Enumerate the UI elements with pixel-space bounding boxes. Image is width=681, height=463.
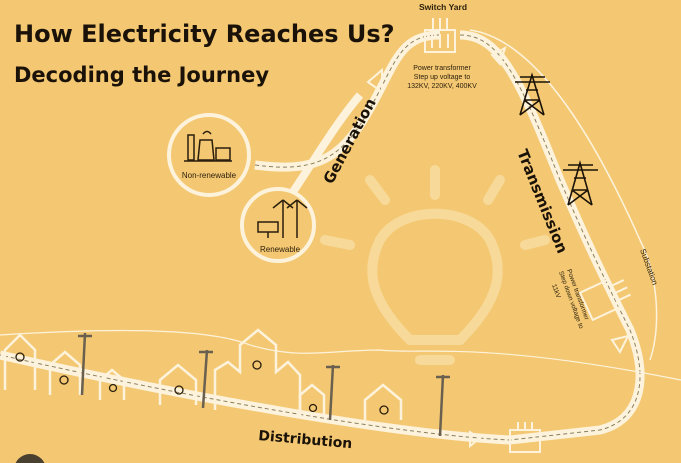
transformer-icon <box>424 18 456 53</box>
switch-yard: Switch Yard Power transformer Step up vo… <box>407 2 477 90</box>
substation-title: Substation <box>638 248 659 287</box>
renewable-label: Renewable <box>260 245 301 254</box>
non-renewable-source: Non-renewable <box>167 113 251 197</box>
renewable-source: Renewable <box>240 187 316 263</box>
substation-line3: 11kV <box>550 283 562 299</box>
transmission-tower-icon <box>515 72 598 206</box>
wind-solar-icon <box>257 199 308 238</box>
page-subtitle: Decoding the Journey <box>14 63 269 87</box>
lightbulb-watermark-icon <box>320 165 550 365</box>
overlay-button[interactable] <box>14 454 46 463</box>
distribution-label: Distribution <box>258 428 353 452</box>
switch-yard-line3: 132KV, 220KV, 400KV <box>407 83 477 90</box>
factory-icon <box>184 130 232 162</box>
utility-poles-icon <box>78 332 450 437</box>
switch-yard-line1: Power transformer <box>413 65 471 72</box>
page-title: How Electricity Reaches Us? <box>14 20 395 48</box>
switch-yard-line2: Step up voltage to <box>414 74 471 81</box>
non-renewable-label: Non-renewable <box>182 171 237 180</box>
flow-arrow-icons <box>366 45 630 449</box>
distribution-transformer-icon <box>509 422 541 453</box>
switch-yard-title: Switch Yard <box>419 2 467 12</box>
houses-icon <box>3 328 403 420</box>
lightbulb-icons <box>15 352 389 415</box>
transformer-icon <box>578 278 631 322</box>
